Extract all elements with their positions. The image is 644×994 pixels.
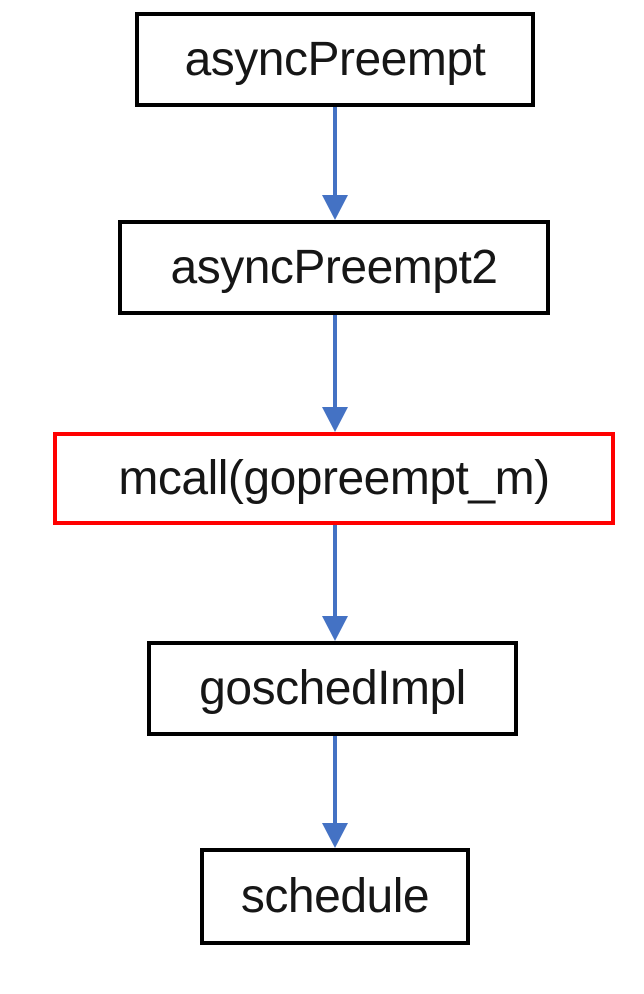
node-asyncPreempt: asyncPreempt — [135, 12, 535, 107]
arrow-down-icon — [322, 736, 348, 848]
arrow-head-icon — [322, 616, 348, 641]
arrow-head-icon — [322, 823, 348, 848]
node-schedule-label: schedule — [240, 869, 430, 923]
node-mcall-gopreempt-m: mcall(gopreempt_m) — [53, 432, 615, 525]
node-goschedImpl-label: goschedImpl — [199, 661, 466, 715]
node-asyncPreempt-label: asyncPreempt — [184, 32, 486, 86]
node-schedule: schedule — [200, 848, 470, 945]
node-asyncPreempt2: asyncPreempt2 — [118, 220, 550, 315]
arrow-shaft — [333, 107, 337, 195]
arrow-down-icon — [322, 107, 348, 220]
arrow-head-icon — [322, 195, 348, 220]
arrow-down-icon — [322, 315, 348, 432]
arrow-shaft — [333, 315, 337, 407]
node-goschedImpl: goschedImpl — [147, 641, 518, 736]
node-asyncPreempt2-label: asyncPreempt2 — [170, 240, 499, 294]
arrow-shaft — [333, 525, 337, 616]
arrow-head-icon — [322, 407, 348, 432]
node-mcall-gopreempt-m-label: mcall(gopreempt_m) — [118, 451, 550, 505]
arrow-shaft — [333, 736, 337, 823]
arrow-down-icon — [322, 525, 348, 641]
